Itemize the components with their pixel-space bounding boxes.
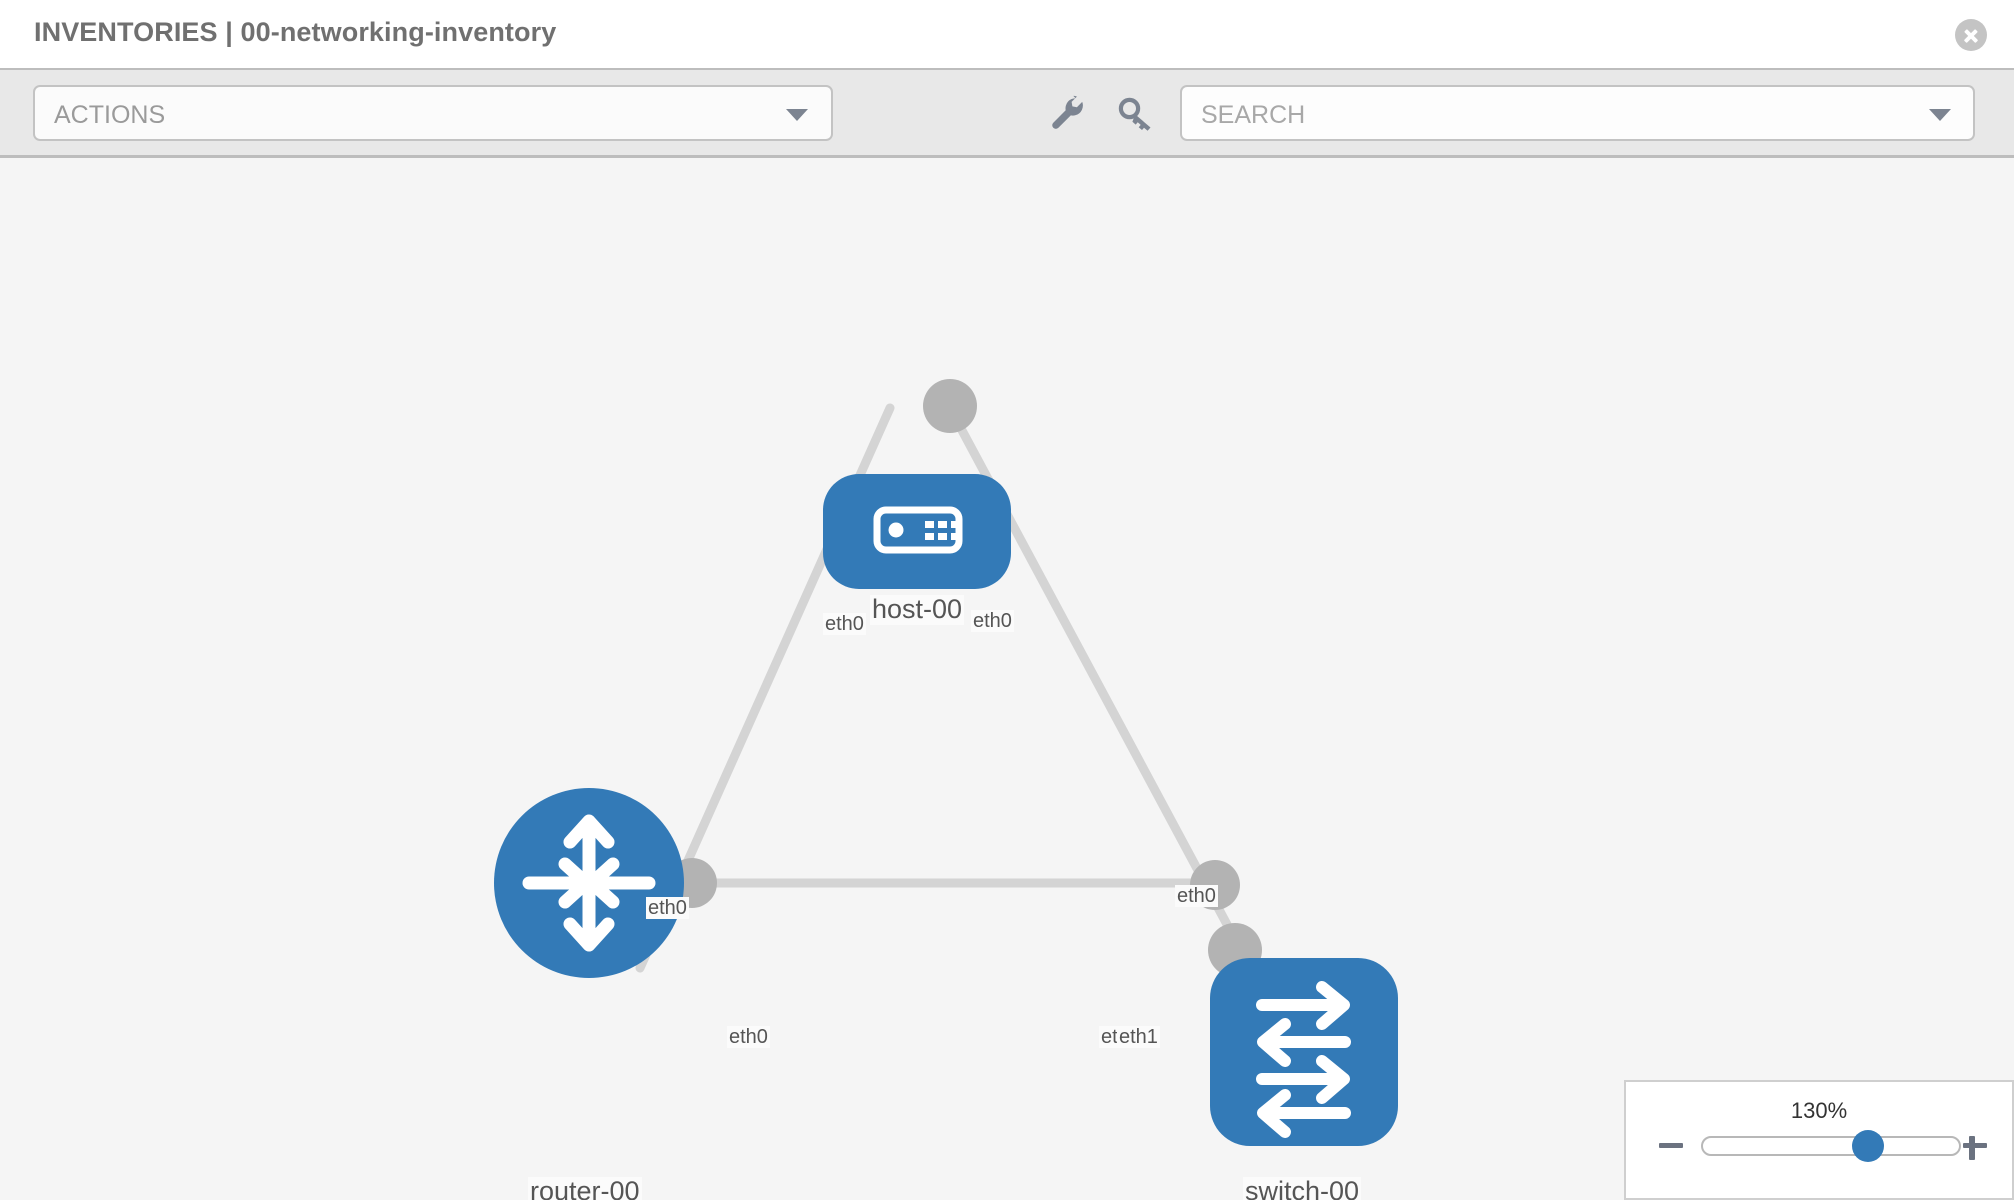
iface-label-switch-up: eth0 (1175, 885, 1218, 907)
iface-label-host-left: eth0 (823, 613, 866, 635)
page-header: INVENTORIES | 00-networking-inventory (0, 0, 2014, 68)
zoom-level-value: 130% (1790, 1098, 1848, 1123)
iface-label-router-up: eth0 (646, 897, 689, 919)
zoom-control-panel: 130% (1624, 1080, 2014, 1200)
iface-label-router-right: eth0 (727, 1026, 770, 1048)
server-icon (873, 506, 963, 554)
iface-label-host-right: eth0 (971, 610, 1014, 632)
search-input[interactable]: SEARCH (1180, 85, 1975, 141)
zoom-slider-thumb[interactable] (1852, 1130, 1884, 1162)
actions-dropdown[interactable]: ACTIONS (33, 85, 833, 141)
search-placeholder: SEARCH (1201, 101, 1306, 129)
plus-icon[interactable] (1960, 1130, 1990, 1160)
handle-host-bottom (923, 379, 977, 433)
node-switch-00 (1210, 958, 1398, 1146)
iface-label-switch-left-eth1: eth1 (1117, 1026, 1160, 1048)
topology-graph (494, 379, 1398, 1146)
page-title: INVENTORIES | 00-networking-inventory (34, 17, 557, 47)
toolbar: ACTIONS SEARCH (0, 68, 2014, 158)
key-icon[interactable] (1116, 94, 1156, 134)
node-host-00 (823, 474, 1011, 589)
close-icon[interactable] (1955, 19, 1987, 51)
wrench-icon[interactable] (1047, 94, 1087, 134)
switch-arrows-icon (1256, 981, 1351, 1138)
topology-canvas[interactable]: host-00 router-00 switch-00 eth0 eth0 et… (0, 158, 2014, 1200)
zoom-slider-track[interactable] (1701, 1136, 1961, 1156)
node-label-switch-00: switch-00 (1243, 1176, 1362, 1200)
router-arrows-icon (522, 814, 656, 952)
node-router-00 (494, 788, 684, 978)
chevron-down-icon[interactable] (1929, 109, 1951, 121)
node-label-router-00: router-00 (528, 1176, 642, 1200)
minus-icon[interactable] (1656, 1130, 1686, 1160)
chevron-down-icon (786, 109, 808, 121)
node-label-host-00: host-00 (870, 594, 965, 625)
actions-dropdown-label: ACTIONS (54, 101, 166, 129)
